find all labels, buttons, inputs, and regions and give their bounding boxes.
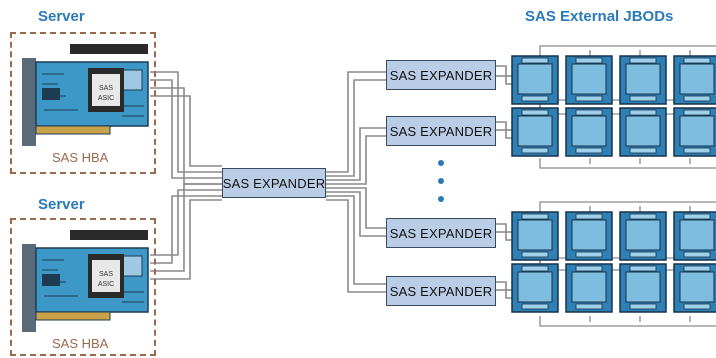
- disk-drive-icon: [673, 211, 716, 261]
- disk-drive-icon: [565, 263, 613, 313]
- server-title-top: Server: [38, 8, 85, 25]
- disk-drive-icon: [619, 263, 667, 313]
- cable-hba-bottom-to-center-expander: [150, 183, 222, 280]
- disk-drive-icon: [565, 55, 613, 105]
- disk-drive-icon: [673, 107, 716, 157]
- disk-drive-icon: [511, 211, 559, 261]
- disk-drive-icon: [511, 107, 559, 157]
- disk-drive-icon: [619, 211, 667, 261]
- disk-drive-icon: [619, 55, 667, 105]
- hba-card-icon-top: SAS ASIC: [22, 44, 149, 146]
- cable-center-to-jbod-expander-4: [326, 195, 386, 293]
- cable-center-to-jbod-expander-1: [326, 71, 386, 177]
- hba-label-top: SAS HBA: [52, 150, 109, 165]
- cable-center-to-jbod-expander-2: [326, 127, 386, 185]
- disk-drive-icon: [673, 55, 716, 105]
- ellipsis-dot-2: [438, 178, 444, 184]
- disk-drive-icon: [511, 55, 559, 105]
- server-title-bottom: Server: [38, 196, 85, 213]
- disk-drive-icon: [565, 211, 613, 261]
- cable-hba-top-to-center-expander: [150, 71, 222, 185]
- ellipsis-dot-1: [438, 160, 444, 166]
- jbod-sas-expander-2: SAS EXPANDER: [386, 116, 496, 146]
- jbod-sas-expander-1: SAS EXPANDER: [386, 60, 496, 90]
- disk-drive-icon: [565, 107, 613, 157]
- cable-expander-to-drives: [496, 65, 512, 299]
- chip-label-top-2: ASIC: [98, 95, 114, 102]
- chip-label-top-1: SAS: [99, 85, 113, 92]
- chip-label-bottom-2: ASIC: [98, 281, 114, 288]
- server-box-bottom: [10, 218, 156, 356]
- disk-drive-icon: [511, 263, 559, 313]
- chip-label-bottom-1: SAS: [99, 271, 113, 278]
- hba-label-bottom: SAS HBA: [52, 336, 109, 351]
- cable-center-to-jbod-expander-3: [326, 187, 386, 237]
- jbod-sas-expander-4: SAS EXPANDER: [386, 276, 496, 306]
- hba-card-icon-bottom: SAS ASIC: [22, 230, 149, 332]
- jbod-sas-expander-3: SAS EXPANDER: [386, 218, 496, 248]
- server-box-top: [10, 32, 156, 174]
- disk-drive-icon: [673, 263, 716, 313]
- center-sas-expander: SAS EXPANDER: [222, 168, 326, 198]
- ellipsis-dot-3: [438, 196, 444, 202]
- disk-drive-icon: [619, 107, 667, 157]
- jbods-title: SAS External JBODs: [525, 8, 674, 25]
